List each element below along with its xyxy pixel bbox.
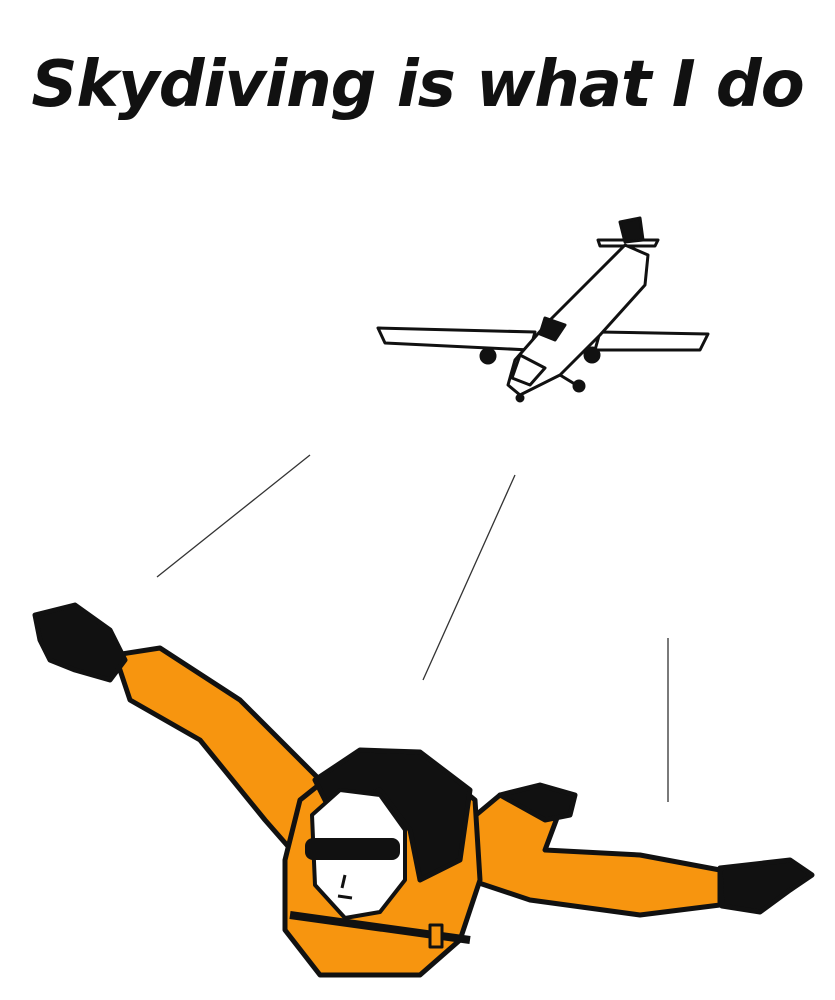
headline: Skydiving is what I do [31,48,804,122]
motion-lines [156,454,669,802]
skydiver-icon [32,602,815,978]
airplane-icon [376,216,710,403]
